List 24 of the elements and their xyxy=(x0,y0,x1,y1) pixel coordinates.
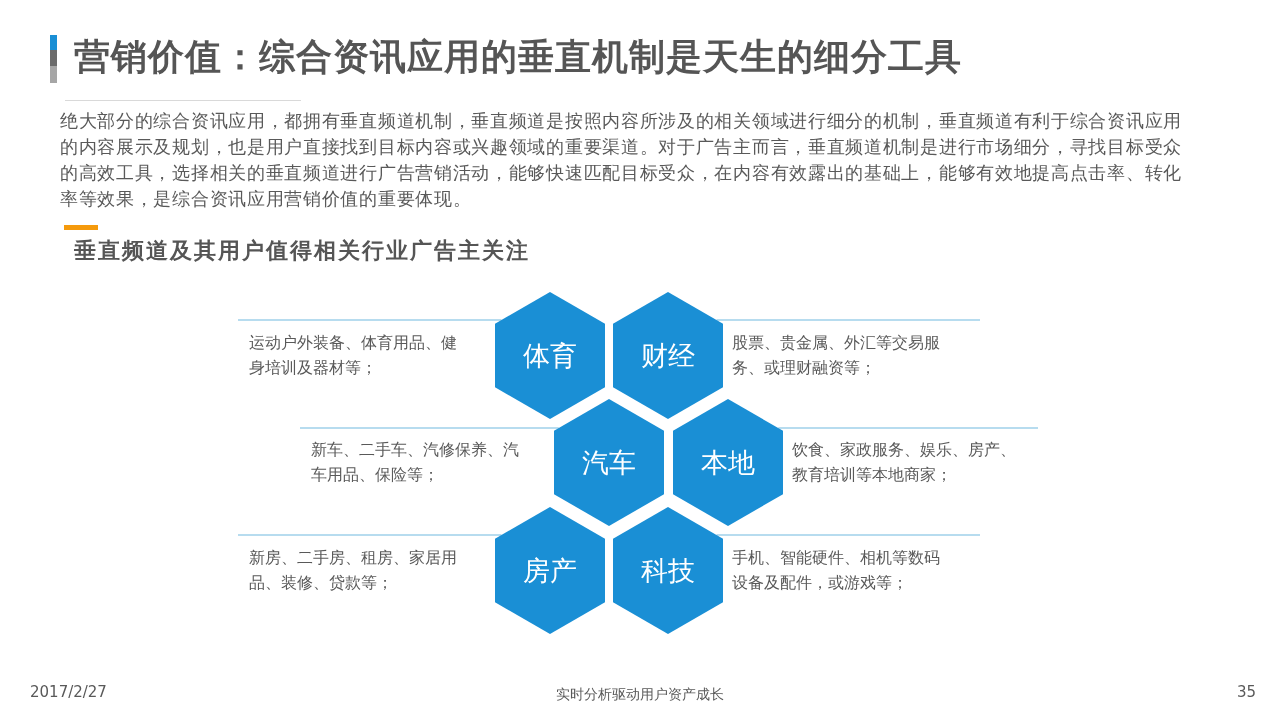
hexagon xyxy=(495,507,605,634)
hexagon xyxy=(495,292,605,419)
hexagon-label: 本地 xyxy=(701,445,755,480)
hexagon-label: 房产 xyxy=(523,553,577,588)
hexagon xyxy=(613,292,723,419)
description-text: 股票、贵金属、外汇等交易服务、或理财融资等； xyxy=(732,332,941,379)
hexagon xyxy=(673,399,783,526)
description-text: 运动户外装备、体育用品、健身培训及器材等； xyxy=(249,332,458,379)
footer-slogan: 实时分析驱动用户资产成长 xyxy=(555,685,725,704)
description-text: 新车、二手车、汽修保养、汽车用品、保险等； xyxy=(311,439,520,486)
hexagon xyxy=(613,507,723,634)
footer-date: 2017/2/27 xyxy=(30,682,107,702)
description-text: 饮食、家政服务、娱乐、房产、教育培训等本地商家； xyxy=(792,439,1017,486)
hexagon-label: 汽车 xyxy=(582,445,636,480)
section-subtitle: 垂直频道及其用户值得相关行业广告主关注 xyxy=(74,237,530,265)
intro-paragraph: 绝大部分的综合资讯应用，都拥有垂直频道机制，垂直频道是按照内容所涉及的相关领域进行细分的机制，垂直频道有利于综合资讯应用的内容展示及规划，也是用户直接找到目标内容或兴趣领域的重要渠道。对于广告主而言，垂直频道机制是进行市场细分，寻找目标受众的高效工具，选择相关的垂直频道进行广告营销活动，能够快速匹配目标受众，在内容有效露出的基础上，能够有效地提高点击率、转化率等效果，是综合资讯应用营销价值的重要体现。 xyxy=(60,109,1183,211)
hexagon-label: 体育 xyxy=(523,338,577,373)
hexagon xyxy=(554,399,664,526)
page-number: 35 xyxy=(1236,682,1256,702)
hexagon-label: 财经 xyxy=(641,338,695,373)
page-title: 营销价值：综合资讯应用的垂直机制是天生的细分工具 xyxy=(74,35,962,79)
description-text: 手机、智能硬件、相机等数码设备及配件，或游戏等； xyxy=(732,547,941,594)
hexagon-label: 科技 xyxy=(641,553,695,588)
description-text: 新房、二手房、租房、家居用品、装修、贷款等； xyxy=(249,547,458,594)
